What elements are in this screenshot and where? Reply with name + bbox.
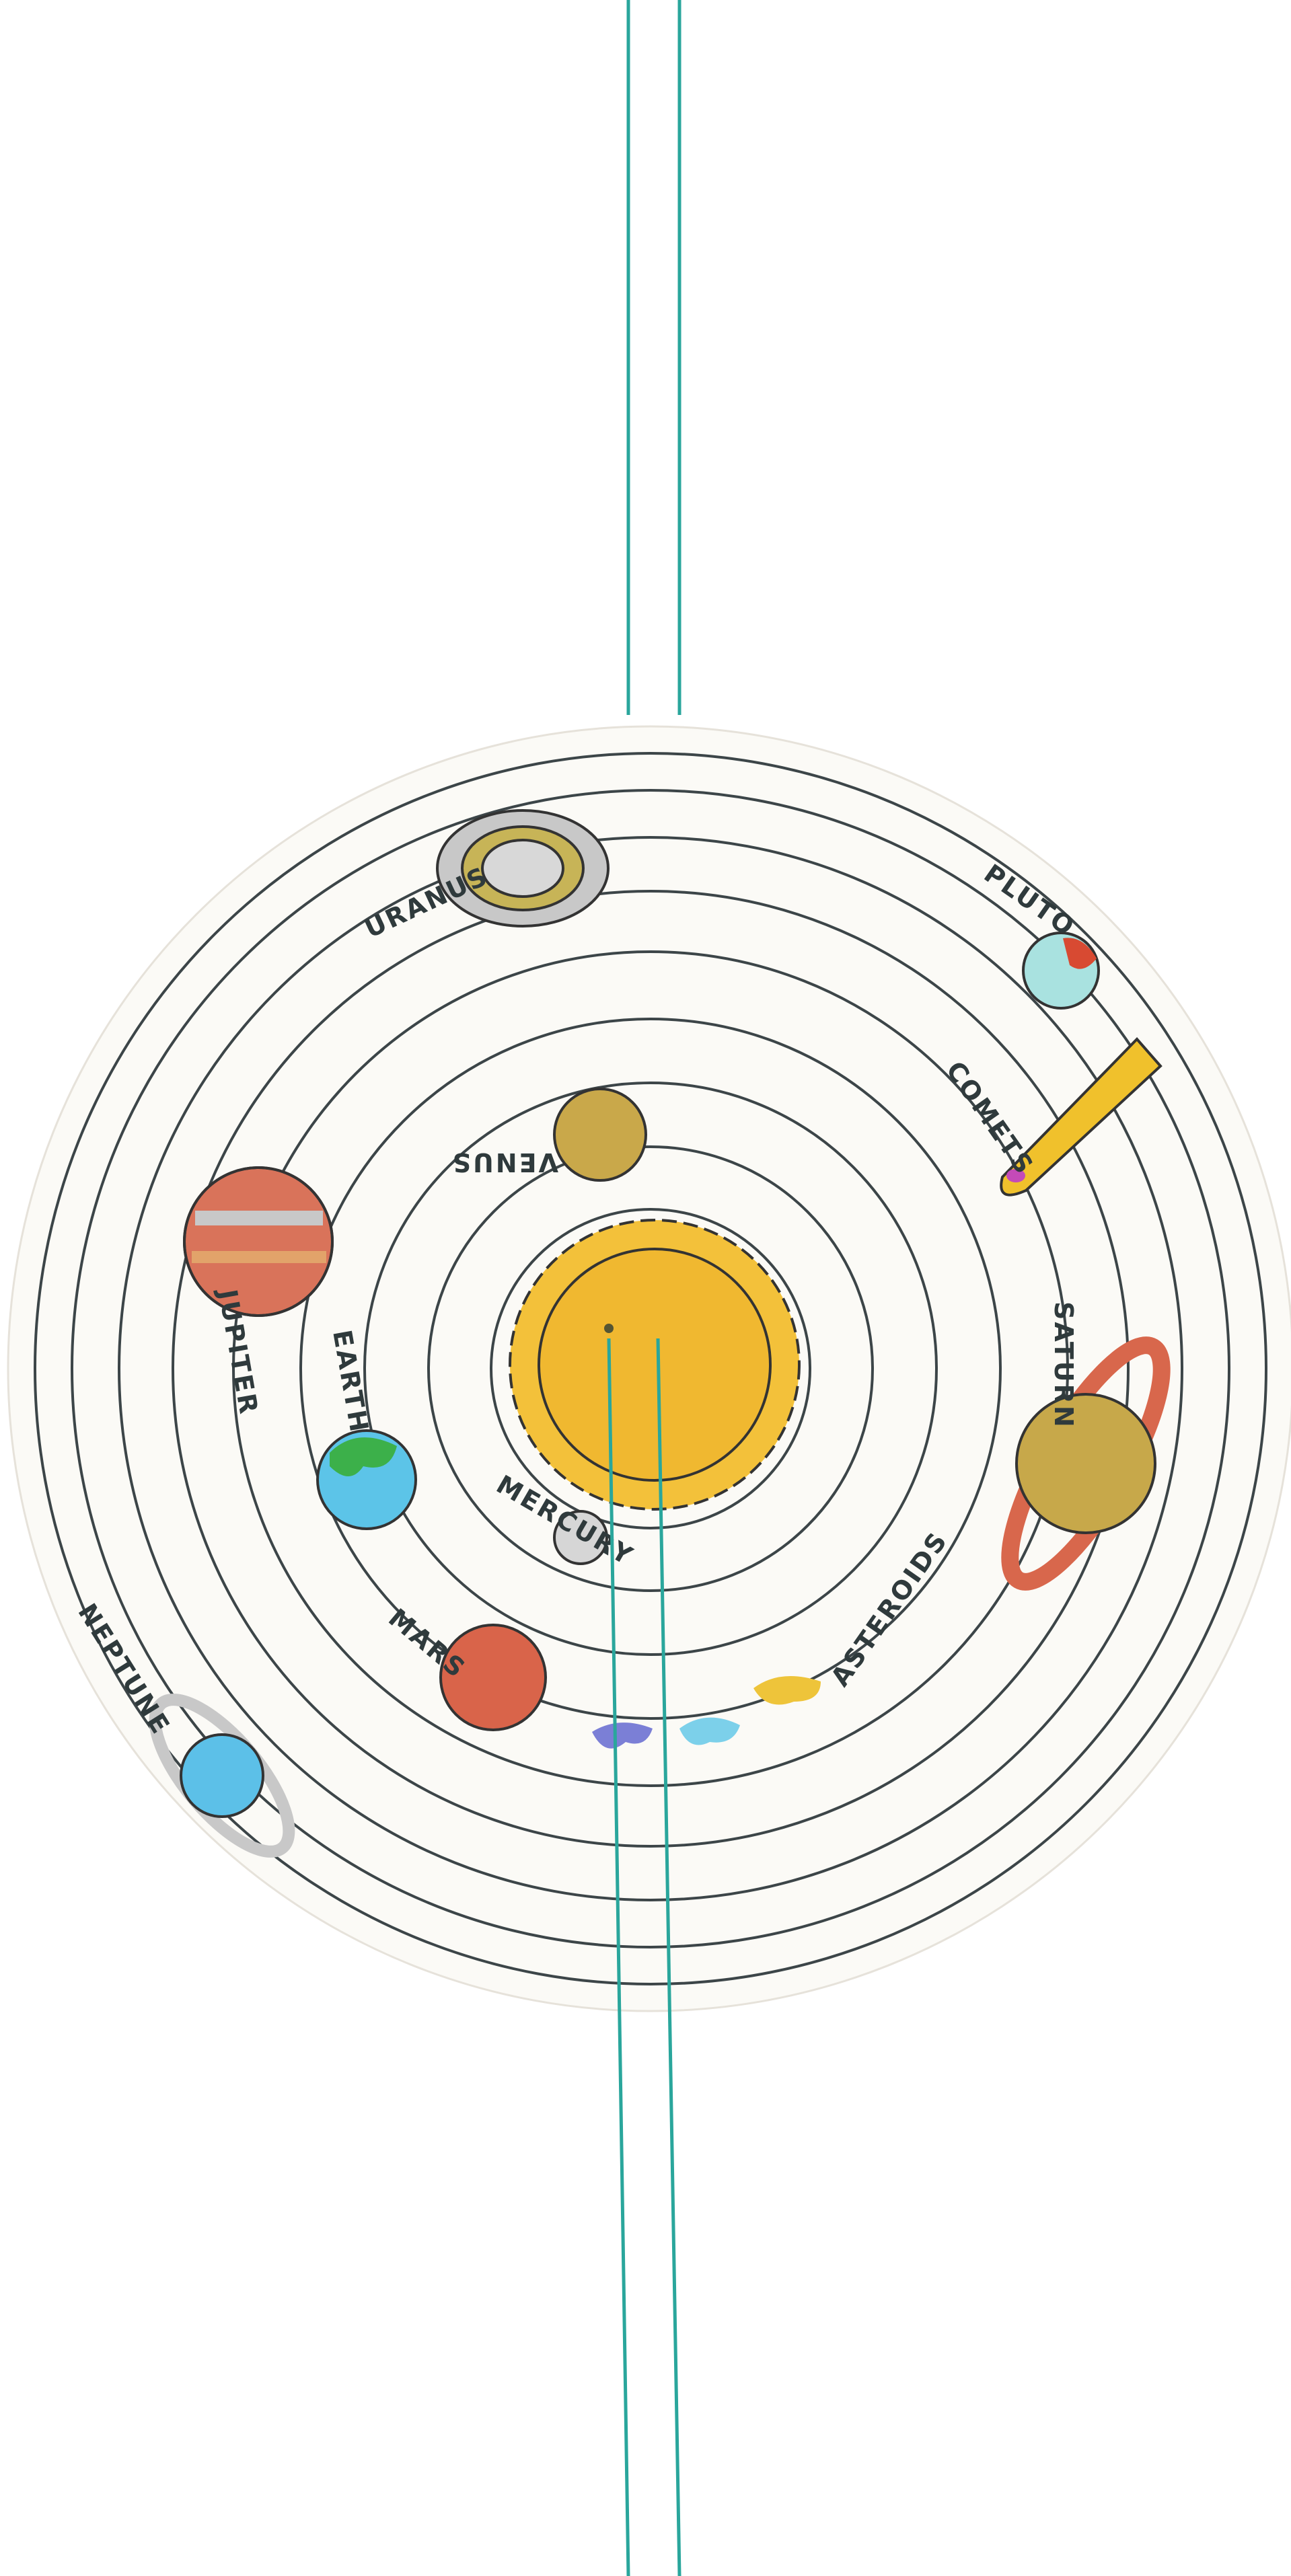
string-bottom-left [607,1338,630,2576]
orbit-rings [34,752,1267,1985]
planet-uranus [436,809,610,927]
planet-saturn [1001,1336,1171,1591]
planet-earth [316,1429,417,1530]
string-bottom-right [656,1338,681,2576]
label-venus: VENUS [451,1147,558,1177]
asteroid-purple [592,1722,653,1749]
planet-pluto [1022,932,1100,1010]
comet [1000,1037,1163,1197]
asteroid-blue [679,1717,740,1745]
hang-hole [604,1324,614,1333]
planet-mars [439,1624,547,1731]
sun [509,1219,801,1511]
planet-jupiter [183,1166,334,1317]
planet-neptune [149,1694,295,1858]
label-saturn: SATURN [1049,1301,1078,1429]
planet-venus [553,1088,647,1182]
asteroid-yellow [753,1676,821,1705]
planet-mercury [553,1510,608,1565]
